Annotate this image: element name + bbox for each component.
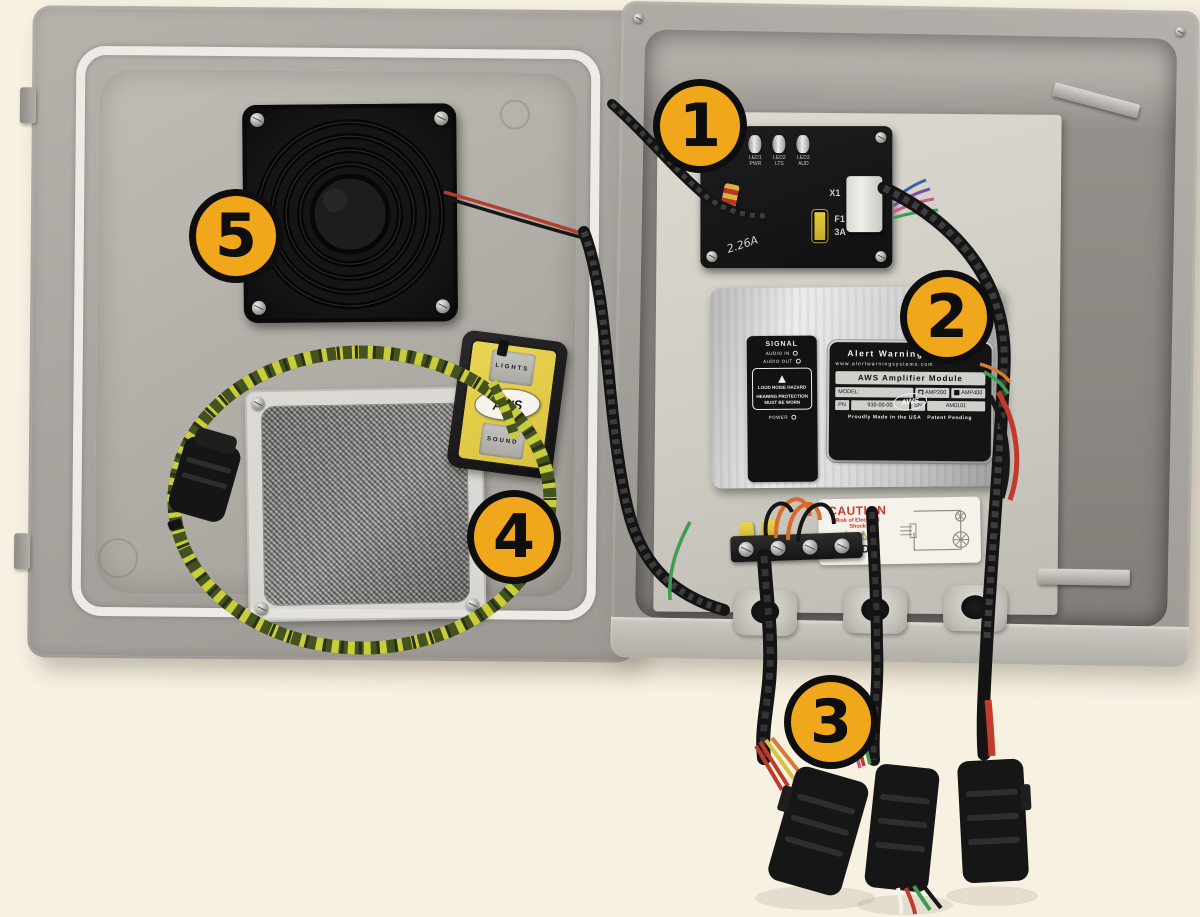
power-label: POWER (768, 414, 789, 420)
aws-logo: AWS (474, 388, 541, 421)
led2-fn: LTS (774, 161, 784, 168)
terminal-screw (834, 538, 850, 554)
door-latch-tab-top (19, 87, 37, 124)
sound-switch: SOUND (478, 422, 527, 460)
fan-screw (251, 300, 266, 315)
lights-switch: LIGHTS (488, 349, 537, 387)
hazard-text: LOUD NOISE HAZARD (757, 384, 807, 391)
pcb-screw (875, 132, 887, 144)
status-led (796, 135, 810, 154)
power-connector (719, 182, 740, 212)
aws-logo-text: AWS (492, 396, 523, 413)
caution-title: CAUTION (828, 503, 887, 519)
callout-4: 4 (467, 490, 561, 584)
website-text: www.alertwarningsystems.com (835, 361, 934, 368)
pcb-screw (706, 251, 718, 263)
callout-5: 5 (189, 189, 283, 283)
mounting-bracket-bottom (1037, 568, 1130, 586)
made-in-text: Proudly Made in the USA (848, 414, 922, 421)
molded-circle (499, 99, 531, 130)
model-option-amp400: AMP400 (951, 388, 986, 399)
fuse-f1 (812, 210, 828, 243)
hazard-box: ▲ LOUD NOISE HAZARD HEARING PROTECTION M… (751, 367, 813, 411)
fan-screw (250, 112, 265, 128)
fuse-rating-label: 3A (834, 227, 846, 238)
status-led (772, 135, 786, 154)
terminal-block (730, 518, 863, 567)
signal-title: SIGNAL (765, 340, 798, 348)
terminal-screw (802, 539, 818, 555)
molded-circle (97, 537, 139, 579)
terminal-screw (738, 541, 754, 558)
audio-out-label: AUDIO OUT (763, 358, 793, 364)
fan-screw (435, 299, 450, 314)
fuse-id-label: F1 (834, 214, 845, 225)
filter-screw (466, 598, 480, 612)
x1-connector (846, 176, 883, 233)
x1-label: X1 (829, 188, 841, 199)
enclosure-door: LIGHTS AWS SOUND (13, 5, 641, 663)
amplifier-nameplate: Alert Warning Systems AWS www.alertwarni… (828, 342, 992, 462)
led3-fn: AUD (798, 161, 809, 168)
fan-screw (434, 111, 449, 126)
signal-panel: SIGNAL AUDIO IN AUDIO OUT ▲ LOUD NOISE H… (746, 335, 818, 483)
product-name: AWS Amplifier Module (835, 371, 986, 386)
cooling-fan (242, 103, 459, 324)
status-led (748, 135, 762, 154)
patent-text: Patent Pending (927, 414, 973, 422)
callout-1: 1 (653, 79, 747, 173)
audio-in-led (792, 350, 798, 356)
door-latch-tab-bottom (13, 533, 31, 570)
wiring-diagram (900, 509, 970, 551)
sound-switch-label: SOUND (486, 436, 519, 447)
sn-value: AM0101 (926, 400, 986, 412)
protection-text: HEARING PROTECTION MUST BE WORN (756, 393, 808, 405)
filter-screw (251, 397, 265, 411)
pcb-screw (875, 251, 887, 263)
callout-2: 2 (900, 270, 994, 364)
flange-screw (1175, 26, 1186, 37)
cable-gland-middle (842, 586, 908, 635)
filter-mesh (260, 402, 471, 607)
terminal-base (730, 531, 863, 563)
switch-faceplate: LIGHTS AWS SOUND (455, 338, 559, 471)
handwritten-note: 2.26A (725, 233, 760, 256)
terminal-screw (770, 540, 786, 557)
warning-triangle-icon: ▲ (775, 370, 789, 386)
pn-label: PN (835, 400, 849, 411)
filter-screw (255, 601, 269, 616)
cable-middle-tails (896, 882, 943, 915)
fan-grille (254, 118, 447, 311)
lights-sound-switch-box: LIGHTS AWS SOUND (445, 329, 569, 480)
audio-in-label: AUDIO IN (765, 350, 790, 356)
vent-filter (244, 386, 487, 623)
output-cable-right (957, 699, 1032, 884)
cable-gland-left (732, 589, 798, 637)
led1-fn: PWR (749, 161, 762, 168)
audio-out-led (795, 358, 801, 364)
flange-screw (633, 13, 644, 24)
connector-shadows (755, 886, 1038, 915)
cable-gland-right (942, 584, 1008, 632)
lights-switch-label: LIGHTS (494, 362, 530, 374)
callout-3: 3 (784, 675, 878, 769)
power-led (791, 414, 797, 420)
checkbox-checked-icon (954, 390, 960, 396)
